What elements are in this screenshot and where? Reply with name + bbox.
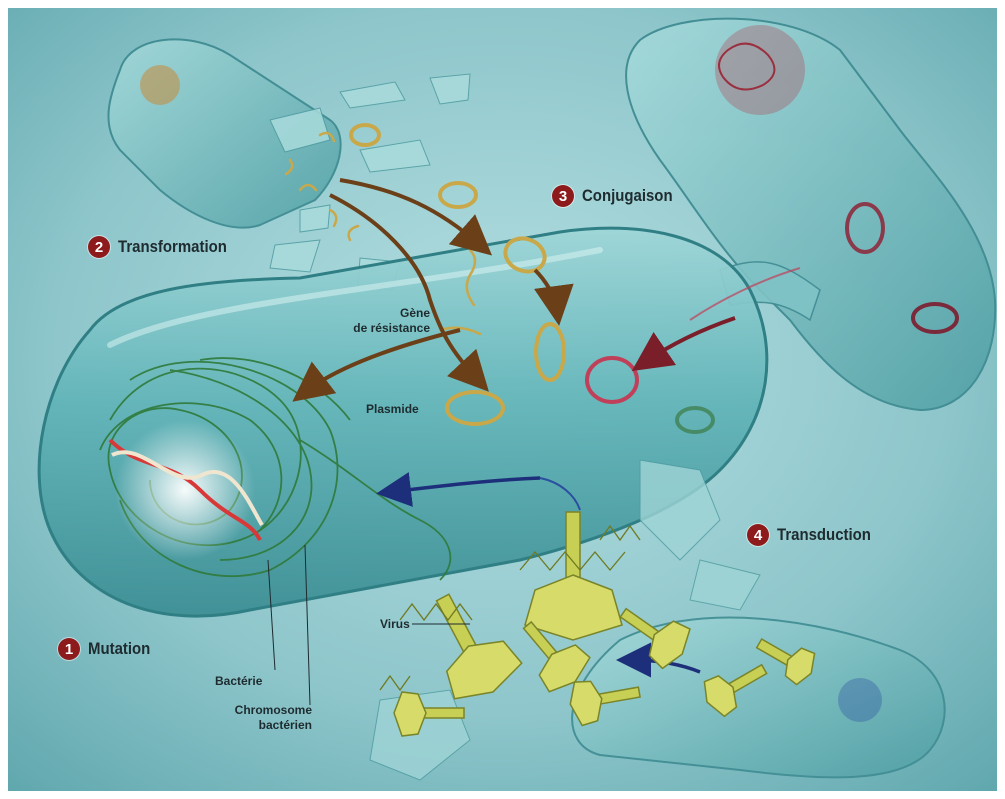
mutation-glow [115, 420, 255, 560]
step-conjugaison: 3 Conjugaison [552, 185, 685, 207]
gene-label-line1: Gène [330, 306, 430, 321]
bacterie-label: Bactérie [215, 674, 262, 689]
gene-label-line2: de résistance [330, 321, 430, 336]
step-label: Conjugaison [582, 186, 673, 206]
chromosome-label: Chromosome bactérien [210, 703, 312, 733]
chromosome-label-line2: bactérien [210, 718, 312, 733]
step-transduction: 4 Transduction [747, 524, 884, 546]
step-number-badge: 4 [747, 524, 769, 546]
chromosome-label-line1: Chromosome [210, 703, 312, 718]
step-number-badge: 1 [58, 638, 80, 660]
virus-label: Virus [380, 617, 410, 632]
step-transformation: 2 Transformation [88, 236, 242, 258]
gene-resistance-label: Gène de résistance [330, 306, 430, 336]
step-label: Transduction [777, 525, 871, 545]
step-mutation: 1 Mutation [58, 638, 159, 660]
step-label: Transformation [118, 237, 227, 257]
step-number-badge: 2 [88, 236, 110, 258]
plasmide-label: Plasmide [366, 402, 419, 417]
step-label: Mutation [88, 639, 150, 659]
step-number-badge: 3 [552, 185, 574, 207]
